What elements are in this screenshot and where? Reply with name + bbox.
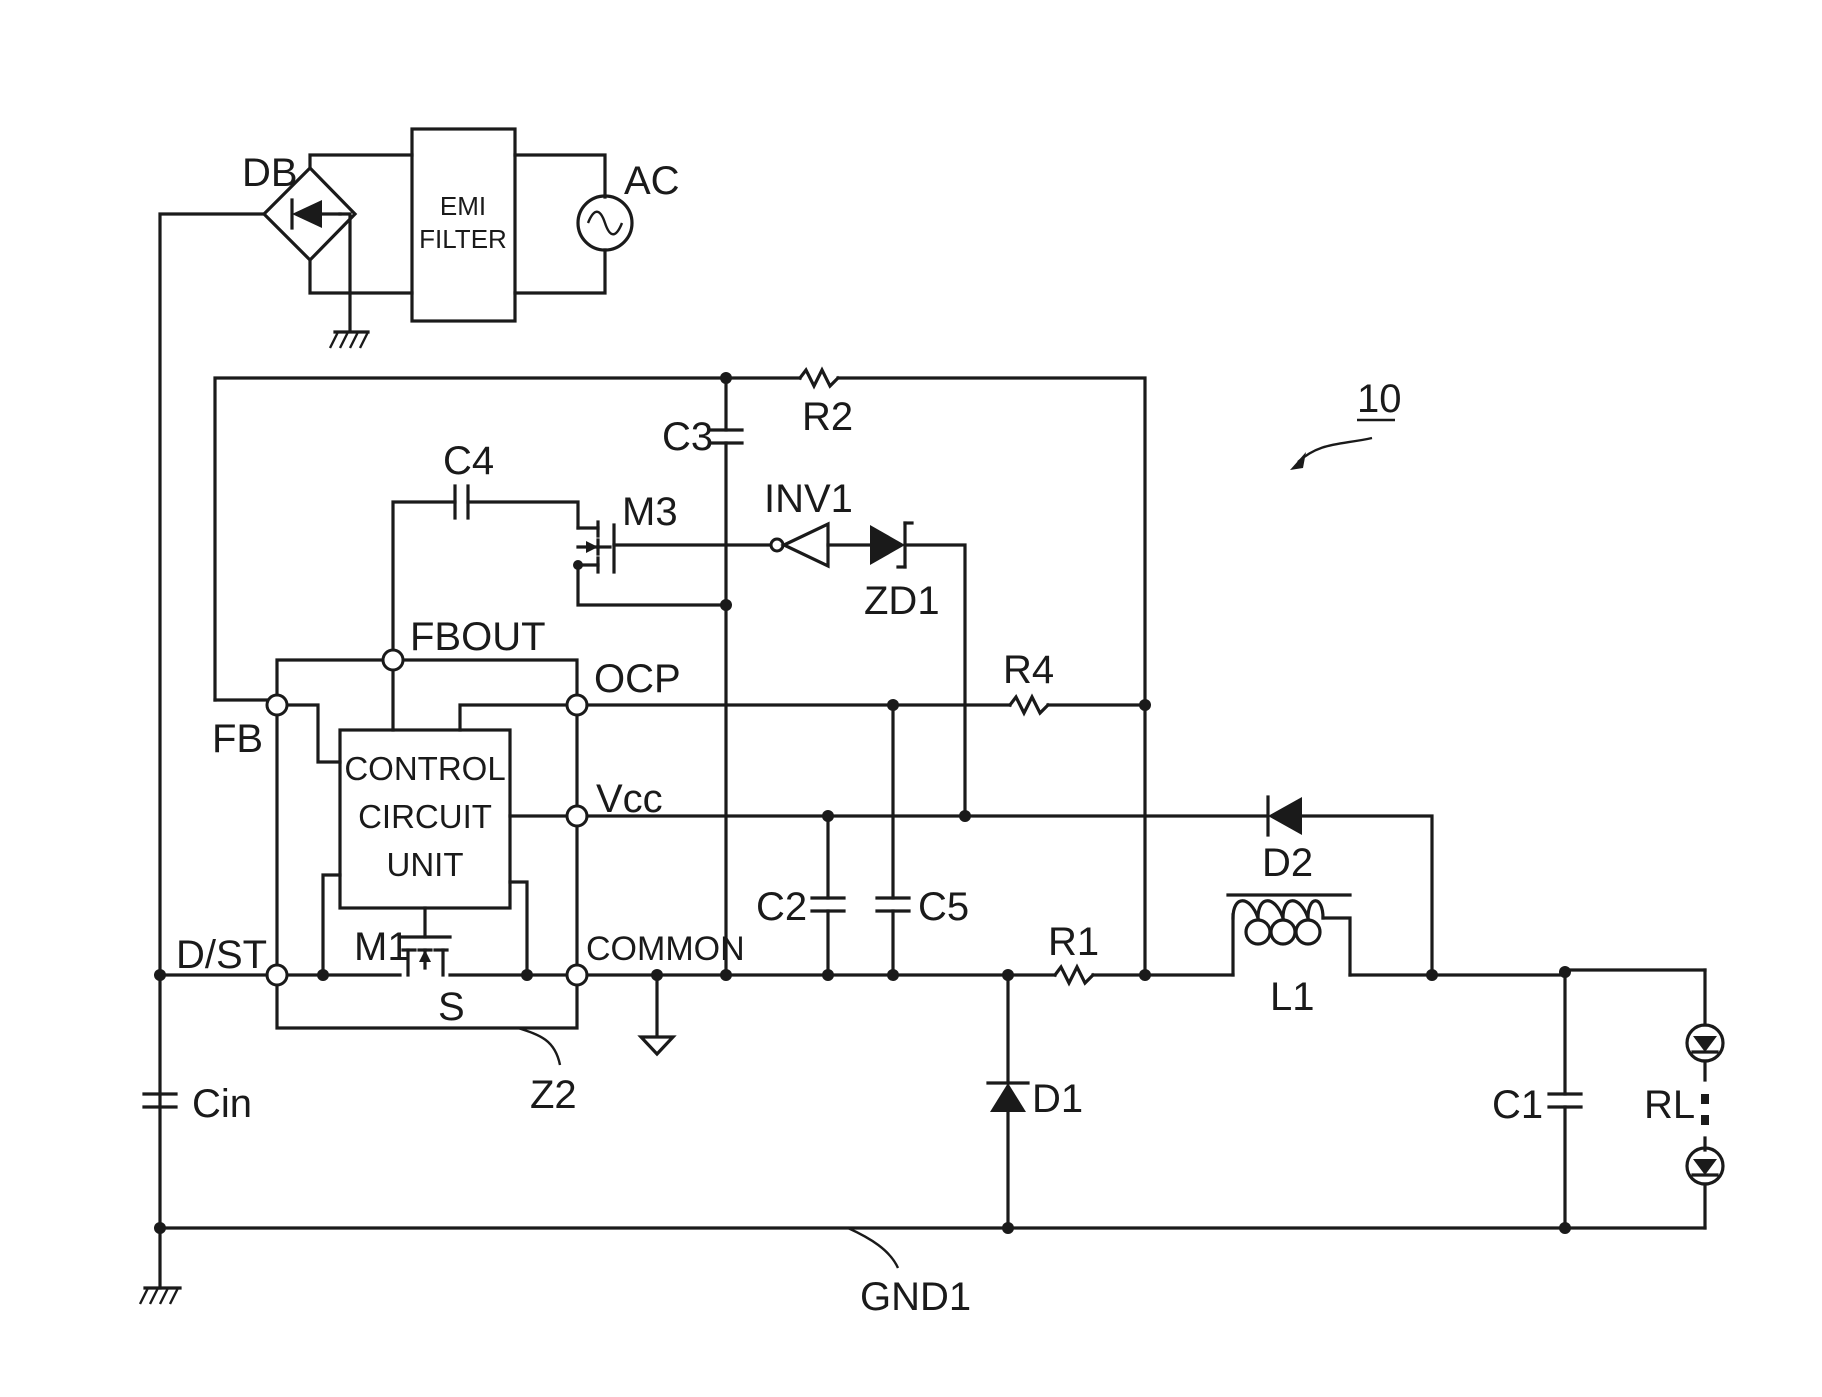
z2-leader — [518, 1028, 560, 1065]
db-wiring — [160, 155, 412, 1230]
m1-gate-internal — [323, 875, 340, 975]
capacitor-c3 — [710, 378, 742, 975]
s-to-cu — [510, 882, 527, 975]
label-fb: FB — [212, 717, 263, 761]
diode-d1 — [988, 975, 1028, 1228]
node-d2-l1 — [1426, 969, 1438, 981]
label-dst: D/ST — [176, 933, 267, 977]
capacitor-c1 — [1549, 972, 1581, 1228]
control-unit-label-1: CONTROL — [344, 750, 505, 787]
node-c2-common — [822, 969, 834, 981]
label-c3: C3 — [662, 415, 713, 459]
label-r1: R1 — [1048, 920, 1099, 964]
label-ocp: OCP — [594, 657, 681, 701]
ac-source — [515, 155, 632, 293]
control-unit-label-3: UNIT — [387, 846, 464, 883]
label-r4: R4 — [1003, 648, 1054, 692]
zener-zd1 — [870, 523, 965, 815]
label-c1: C1 — [1492, 1083, 1543, 1127]
fb-internal — [277, 705, 340, 762]
label-cin: Cin — [192, 1082, 252, 1126]
node-zd1-vcc — [959, 810, 971, 822]
label-z2: Z2 — [530, 1073, 577, 1117]
emi-filter-label-2: FILTER — [419, 224, 507, 254]
label-m3: M3 — [622, 490, 678, 534]
label-s: S — [438, 985, 465, 1029]
terminal-fbout — [383, 650, 403, 670]
capacitor-c5 — [877, 705, 909, 975]
node-m3-source — [720, 599, 732, 611]
label-c2: C2 — [756, 885, 807, 929]
label-d1: D1 — [1032, 1077, 1083, 1121]
reference-arrow — [1290, 420, 1395, 470]
label-m1: M1 — [354, 925, 410, 969]
ground-symbol-bottom — [140, 1228, 180, 1304]
label-gnd1: GND1 — [860, 1275, 971, 1319]
inverter-inv1 — [771, 524, 870, 566]
node-dst-left — [154, 969, 166, 981]
terminal-fb — [267, 695, 287, 715]
inductor-l1 — [1228, 895, 1705, 975]
gnd1-leader — [848, 1228, 898, 1268]
transistor-m3 — [573, 522, 770, 605]
node-c5-common — [887, 969, 899, 981]
node-c3-common — [720, 969, 732, 981]
label-fbout: FBOUT — [410, 615, 546, 659]
capacitor-c2 — [812, 816, 844, 975]
node-r4-rail — [1139, 699, 1151, 711]
r1-resistor — [1055, 967, 1093, 983]
label-d2: D2 — [1262, 841, 1313, 885]
terminal-ocp — [567, 695, 587, 715]
ground-symbol-top — [330, 332, 368, 348]
label-ac: AC — [624, 159, 680, 203]
ocp-internal — [460, 705, 577, 730]
label-rl: RL — [1644, 1083, 1695, 1127]
ground-triangle-common — [641, 975, 673, 1054]
control-unit-label-2: CIRCUIT — [358, 798, 492, 835]
node-r1-rail — [1139, 969, 1151, 981]
r4-resistor — [1010, 697, 1048, 713]
label-r2: R2 — [802, 395, 853, 439]
label-l1: L1 — [1270, 975, 1315, 1019]
terminal-common — [567, 965, 587, 985]
node-gnd-d1 — [1002, 1222, 1014, 1234]
label-zd1: ZD1 — [864, 579, 940, 623]
terminal-dst — [267, 965, 287, 985]
node-m1-drain — [317, 969, 329, 981]
label-figure-10: 10 — [1357, 377, 1402, 421]
terminal-vcc — [567, 806, 587, 826]
label-c5: C5 — [918, 885, 969, 929]
emi-filter-label-1: EMI — [440, 191, 486, 221]
label-db: DB — [242, 151, 298, 195]
node-gnd-c1 — [1559, 1222, 1571, 1234]
label-c4: C4 — [443, 439, 494, 483]
node-m1-source — [521, 969, 533, 981]
label-common: COMMON — [586, 930, 745, 968]
label-inv1: INV1 — [764, 477, 853, 521]
